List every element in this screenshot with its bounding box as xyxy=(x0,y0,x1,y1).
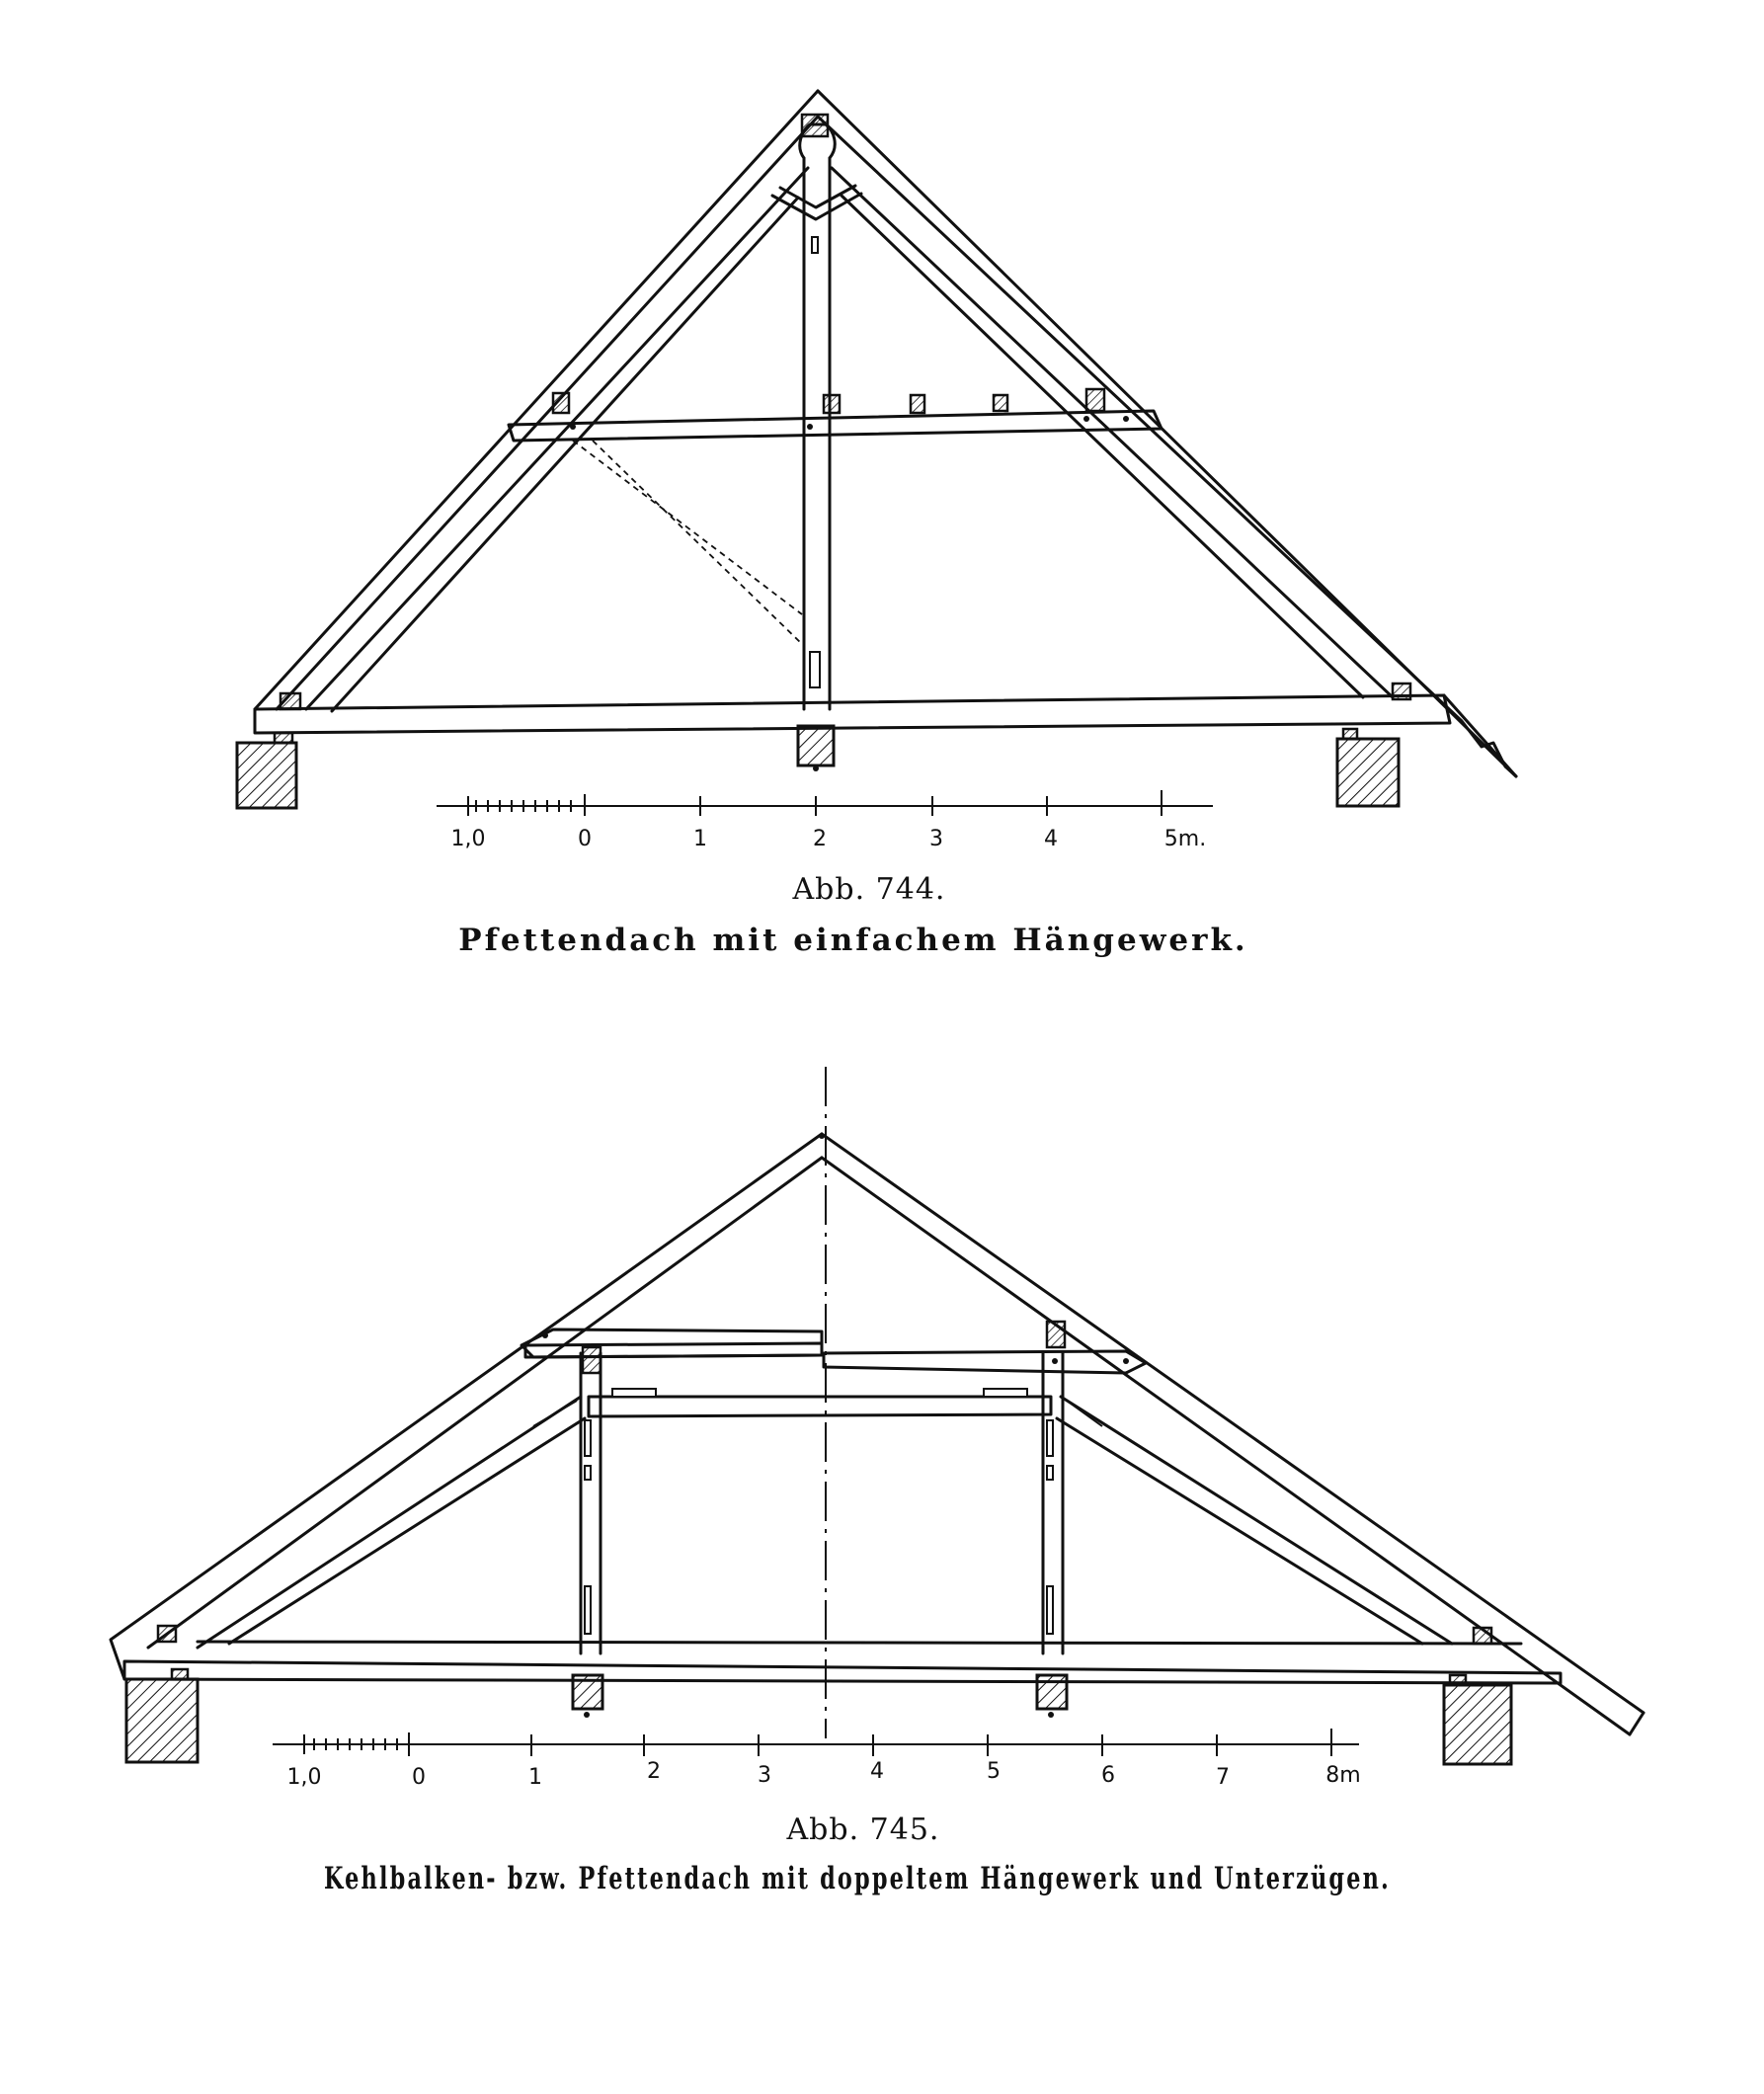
scale-745-label-1: 0 xyxy=(412,1765,426,1790)
scale-745-label-0: 1,0 xyxy=(287,1765,322,1790)
figure-744-truss xyxy=(235,89,1518,810)
scale-744-label-3: 2 xyxy=(813,827,827,851)
scale-744-label-6: 5m. xyxy=(1164,827,1206,851)
scale-745-label-8: 7 xyxy=(1216,1765,1230,1790)
tie-beam xyxy=(122,1659,1563,1685)
scale-bar-745: 1,0 0 1 2 3 4 5 6 7 8m xyxy=(273,1729,1361,1790)
wall-left xyxy=(124,1677,200,1764)
tie-beam xyxy=(253,693,1452,735)
wall-right xyxy=(1442,1683,1513,1766)
scale-744-label-1: 0 xyxy=(578,827,592,851)
wall-right xyxy=(1335,737,1401,808)
rafter-left xyxy=(109,1132,824,1681)
scale-bar-744: 1,0 0 1 2 3 4 5m. xyxy=(437,790,1213,851)
scale-745-label-6: 5 xyxy=(987,1759,1001,1784)
scale-745-label-5: 4 xyxy=(870,1759,884,1784)
collar-beam-lower xyxy=(587,1395,1053,1418)
scale-745-label-4: 3 xyxy=(758,1763,771,1788)
scale-745-label-9: 8m xyxy=(1325,1763,1360,1788)
strut-left xyxy=(196,1395,583,1650)
strut-right xyxy=(830,166,1395,699)
figure-745-title: Kehlbalken- bzw. Pfettendach mit doppelt… xyxy=(324,1861,1391,1896)
collar-beam xyxy=(507,409,1163,443)
scale-745-label-2: 1 xyxy=(528,1765,542,1790)
figure-745-number: Abb. 745. xyxy=(786,1812,940,1847)
scale-744-label-0: 1,0 xyxy=(451,827,486,851)
figure-744-title: Pfettendach mit einfachem Hängewerk. xyxy=(458,923,1247,958)
scale-744-label-2: 1 xyxy=(693,827,707,851)
rafter-right xyxy=(816,115,1518,778)
scale-745-label-3: 2 xyxy=(647,1759,661,1784)
dashed-brace xyxy=(572,440,803,615)
scale-744-label-4: 3 xyxy=(929,827,943,851)
figure-744-number: Abb. 744. xyxy=(792,872,946,907)
scale-744-label-5: 4 xyxy=(1044,827,1058,851)
wall-left xyxy=(235,741,298,810)
rafter-right xyxy=(820,1132,1645,1715)
scale-745-label-7: 6 xyxy=(1101,1763,1115,1788)
figure-745-truss xyxy=(109,1067,1645,1766)
strut-right xyxy=(1059,1395,1454,1646)
rafter-left xyxy=(253,89,820,711)
